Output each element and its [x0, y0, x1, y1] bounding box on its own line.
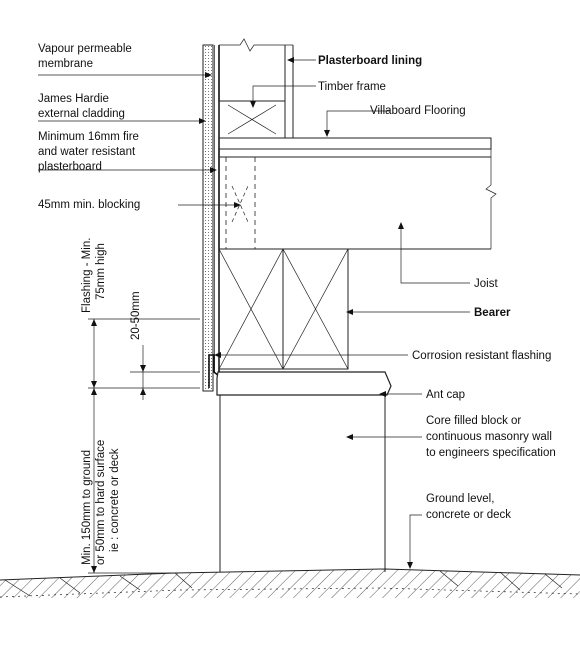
label-cladding-2: external cladding — [38, 108, 125, 120]
leaders — [38, 57, 470, 569]
arrow-icon — [346, 309, 353, 315]
arrow-icon — [234, 202, 241, 208]
label-plasterboard-min-3: plasterboard — [38, 161, 102, 173]
label-corrosion-flashing: Corrosion resistant flashing — [412, 350, 551, 362]
break-line-icon — [485, 138, 497, 249]
break-line-icon — [219, 38, 293, 52]
ground — [0, 568, 580, 646]
wall-assembly — [202, 38, 294, 392]
label-bearer: Bearer — [474, 307, 511, 319]
arrow-icon — [205, 72, 212, 78]
arrow-icon — [398, 222, 404, 229]
label-ant-cap: Ant cap — [426, 389, 465, 401]
floor-assembly — [218, 137, 497, 250]
label-clearance-2: or 50mm to hard surface — [95, 440, 107, 565]
label-core-block-1: Core filled block or — [426, 415, 521, 427]
label-flashing-height-1: Flashing - Min. — [81, 238, 93, 313]
label-joist: Joist — [474, 278, 498, 290]
label-cladding-1: James Hardie — [38, 93, 109, 105]
arrow-icon — [324, 130, 330, 137]
label-gap: 20-50mm — [130, 291, 142, 340]
label-vapour-membrane-1: Vapour permeable — [38, 43, 132, 55]
dimension-lines — [88, 318, 200, 574]
label-core-block-2: continuous masonry wall — [426, 431, 552, 443]
label-clearance-3: ie : concrete or deck — [109, 448, 121, 552]
label-plasterboard-min-2: and water resistant — [38, 146, 136, 158]
villaboard-layer — [218, 137, 492, 150]
label-blocking: 45mm min. blocking — [38, 199, 140, 211]
label-flashing-height-2: 75mm high — [95, 243, 107, 300]
label-ground-level-1: Ground level, — [426, 493, 494, 505]
cladding-layer — [202, 44, 214, 392]
arrow-icon — [214, 352, 221, 358]
label-plasterboard-min-1: Minimum 16mm fire — [38, 131, 139, 143]
masonry-pier — [219, 395, 386, 572]
arrow-icon — [287, 57, 294, 63]
arrow-icon — [407, 562, 413, 569]
label-villaboard: Villaboard Flooring — [370, 105, 466, 117]
arrow-icon — [346, 434, 353, 440]
label-core-block-3: to engineers specification — [426, 447, 556, 459]
bearer — [218, 248, 349, 370]
label-clearance-1: Min. 150mm to ground — [81, 450, 93, 565]
label-vapour-membrane-2: membrane — [38, 58, 93, 70]
arrow-icon — [199, 118, 206, 124]
label-timber-frame: Timber frame — [318, 81, 386, 93]
ant-cap — [216, 371, 392, 396]
text-labels: Vapour permeable membrane James Hardie e… — [38, 43, 556, 565]
arrow-icon — [250, 101, 256, 108]
label-ground-level-2: concrete or deck — [426, 509, 511, 521]
label-plasterboard-lining: Plasterboard lining — [318, 55, 422, 67]
arrow-icon — [210, 167, 217, 173]
arrow-icon — [379, 391, 386, 397]
